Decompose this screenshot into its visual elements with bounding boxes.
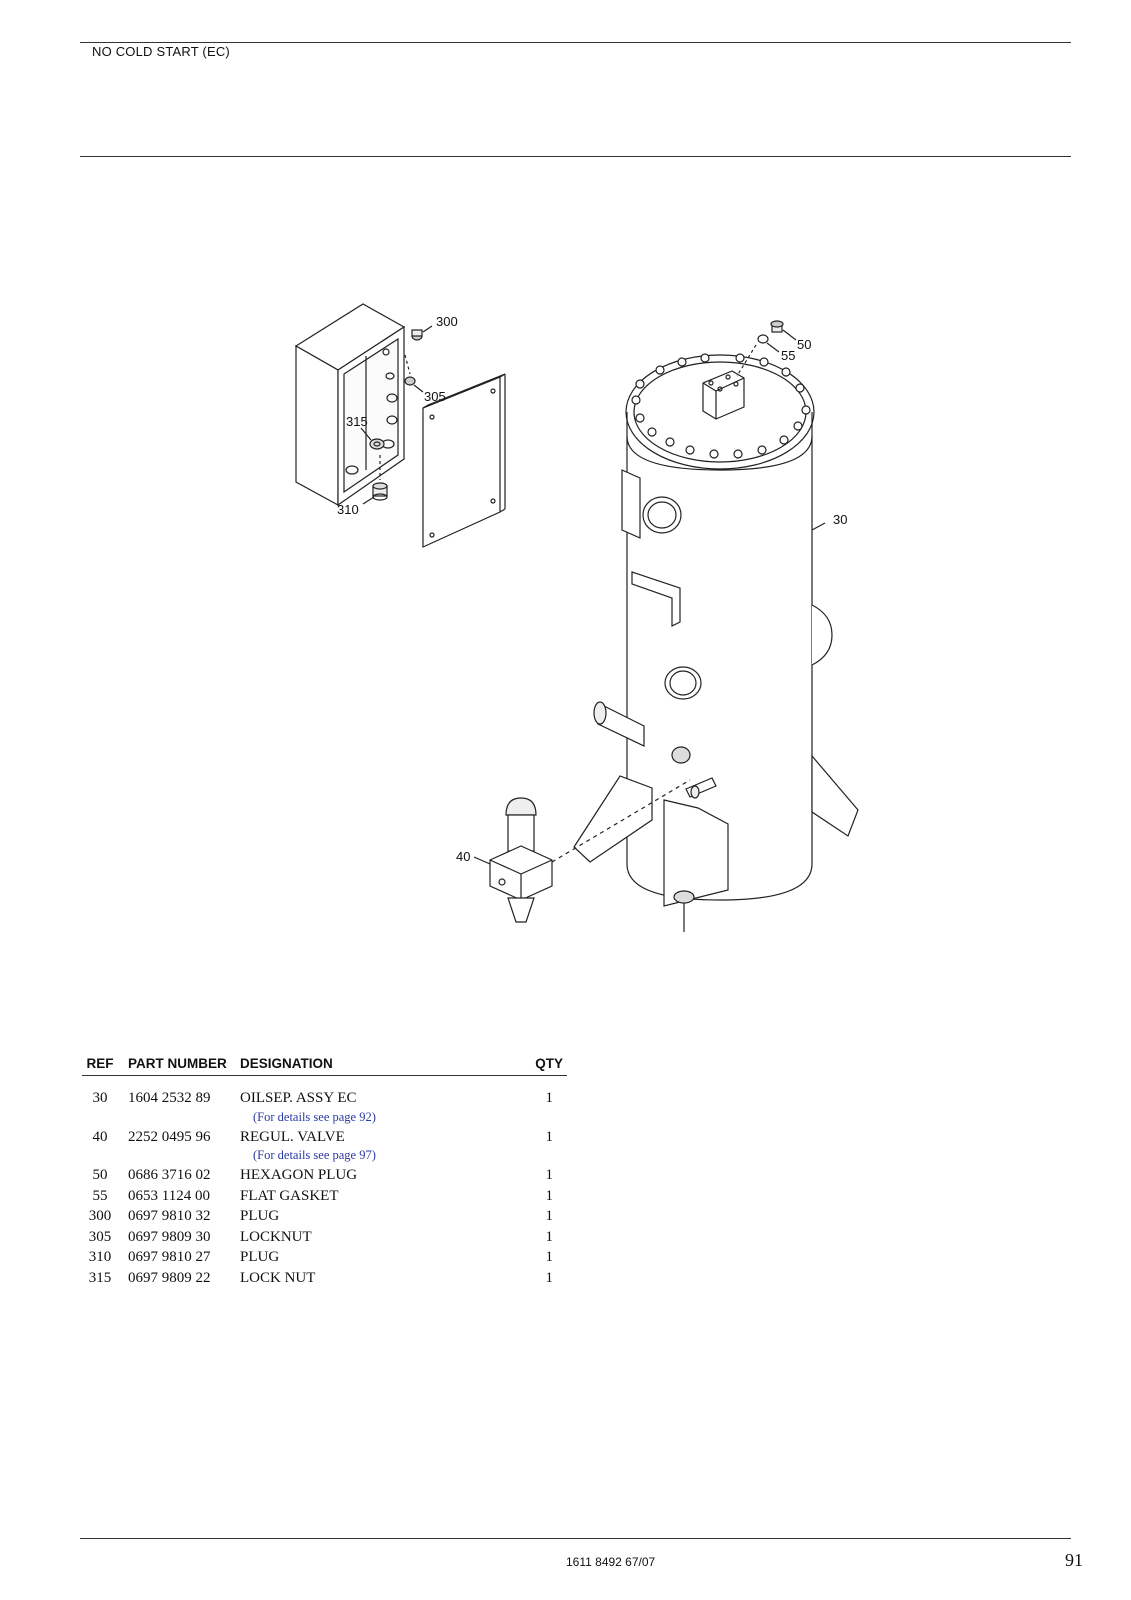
oil-separator-vessel [573,353,859,932]
cell-qty: 1 [545,1208,554,1224]
header-top-rule [80,42,1071,43]
cell-designation: PLUG [240,1208,280,1224]
cell-designation: OILSEP. ASSY EC (For details see page 92… [240,1076,505,1127]
table-row: 55 0653 1124 00 FLAT GASKET 1 [82,1186,567,1207]
table-row: 315 0697 9809 22 LOCK NUT 1 [82,1268,567,1289]
cell-ref: 55 [92,1187,108,1204]
cell-designation: REGUL. VALVE (For details see page 97) [240,1127,505,1166]
cell-part-number: 0697 9809 22 [128,1269,211,1286]
header-bottom-rule [80,156,1071,157]
junction-box [294,303,406,507]
cell-qty: 1 [545,1090,554,1106]
cell-qty: 1 [545,1187,554,1204]
cell-designation: LOCK NUT [240,1269,316,1286]
fitting-300 [411,329,423,341]
regulating-valve-40 [489,797,553,923]
cell-ref: 305 [88,1228,112,1245]
cell-part-number: 0697 9810 32 [128,1208,211,1224]
cover-plate [422,373,506,548]
hexagon-plug-50 [770,320,784,333]
cell-part-number: 0686 3716 02 [128,1167,211,1183]
cell-ref: 50 [92,1167,108,1183]
cell-qty: 1 [545,1167,554,1183]
exploded-parts-drawing: 300 305 315 310 50 55 30 40 [294,303,859,932]
details-link[interactable]: (For details see page 97) [253,1148,376,1162]
parts-table: REF PART NUMBER DESIGNATION QTY 30 1604 … [82,1056,567,1288]
cell-designation: LOCKNUT [240,1228,312,1245]
table-row: 310 0697 9810 27 PLUG 1 [82,1247,567,1268]
callout-55: 55 [781,348,795,363]
column-header-designation: DESIGNATION [240,1056,506,1076]
designation-text: REGUL. VALVE [240,1128,345,1145]
cell-ref: 40 [92,1128,108,1145]
column-header-qty: QTY [505,1056,567,1076]
table-row: 300 0697 9810 32 PLUG 1 [82,1206,567,1227]
callout-300: 300 [436,314,458,329]
fitting-305 [404,376,416,386]
document-number: 1611 8492 67/07 [566,1555,656,1569]
cell-part-number: 0697 9810 27 [128,1249,211,1265]
cell-part-number: 0697 9809 30 [128,1228,211,1245]
callout-30: 30 [833,512,847,527]
cell-ref: 300 [88,1208,112,1224]
page-title: NO COLD START (EC) [92,44,230,59]
flat-gasket-55 [757,334,769,344]
table-row: 50 0686 3716 02 HEXAGON PLUG 1 [82,1165,567,1186]
callout-305: 305 [424,389,446,404]
cell-part-number: 2252 0495 96 [128,1128,211,1145]
cell-designation: HEXAGON PLUG [240,1167,358,1183]
fitting-310 [372,482,388,501]
cell-designation: PLUG [240,1249,280,1265]
cell-qty: 1 [545,1128,554,1145]
table-row: 305 0697 9809 30 LOCKNUT 1 [82,1227,567,1248]
designation-text: OILSEP. ASSY EC [240,1090,357,1106]
cell-ref: 315 [88,1269,112,1286]
callout-50: 50 [797,337,811,352]
table-header-row: REF PART NUMBER DESIGNATION QTY [82,1056,567,1076]
fitting-315 [369,438,385,450]
column-header-part-number: PART NUMBER [118,1056,240,1076]
callout-40: 40 [456,849,470,864]
callout-310: 310 [337,502,359,517]
cell-part-number: 1604 2532 89 [128,1090,211,1106]
callout-315: 315 [346,414,368,429]
cell-qty: 1 [545,1249,554,1265]
page-number: 91 [1065,1550,1083,1570]
cell-part-number: 0653 1124 00 [128,1187,210,1204]
footer-rule [80,1538,1071,1539]
details-link[interactable]: (For details see page 92) [253,1109,376,1124]
cell-designation: FLAT GASKET [240,1187,339,1204]
table-row: 40 2252 0495 96 REGUL. VALVE (For detail… [82,1127,567,1166]
cell-ref: 310 [88,1249,112,1265]
cell-ref: 30 [92,1090,108,1106]
column-header-ref: REF [82,1056,118,1076]
cell-qty: 1 [545,1269,554,1286]
cell-qty: 1 [545,1228,554,1245]
table-row: 30 1604 2532 89 OILSEP. ASSY EC (For det… [82,1076,567,1127]
